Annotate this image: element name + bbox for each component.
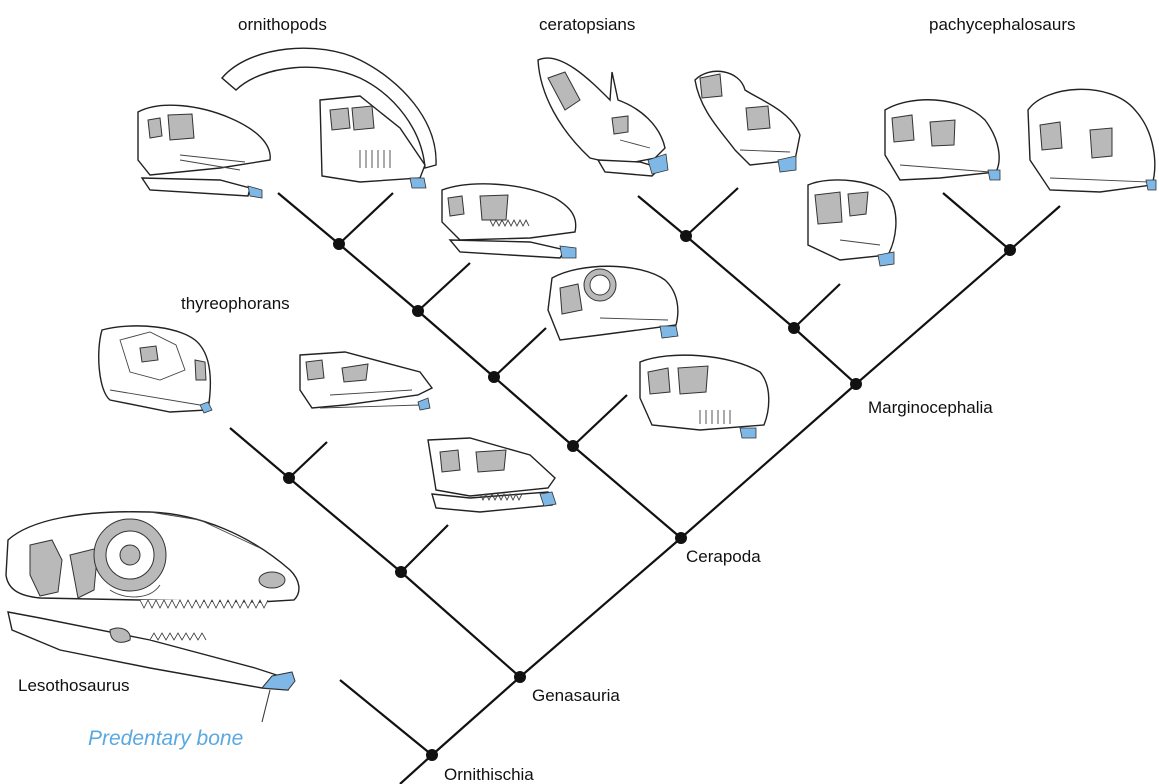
skull-ornithopod-4 <box>548 266 678 340</box>
pachycephalosaur-1-predentary <box>988 170 1000 180</box>
branch-orn-b <box>494 377 573 446</box>
label-genasauria: Genasauria <box>532 686 620 705</box>
branch-cerapoda <box>520 538 681 677</box>
branch-orn-f <box>339 244 418 311</box>
node-ceratopsia-a <box>788 322 800 334</box>
thyreophoran-2-predentary <box>418 398 430 410</box>
label-thyreophorans: thyreophorans <box>181 294 290 313</box>
skull-ornithopod-3 <box>442 184 576 258</box>
node-thyreophora-b <box>283 472 295 484</box>
node-pachycephalosauria <box>1004 244 1016 256</box>
node-ornithopoda-b <box>488 371 500 383</box>
label-ceratopsians: ceratopsians <box>539 15 635 34</box>
label-predentary-bone: Predentary bone <box>88 727 243 750</box>
skull-thyreophoran-3 <box>428 438 556 512</box>
label-ornithopods: ornithopods <box>238 15 327 34</box>
branch-thyreophora <box>401 572 520 677</box>
branch-root <box>400 755 432 784</box>
node-ornithopoda-c <box>412 305 424 317</box>
node-marginocephalia <box>850 378 862 390</box>
branch-orn-d <box>418 311 494 377</box>
predentary-pointer <box>262 690 270 722</box>
label-cerapoda: Cerapoda <box>686 547 761 566</box>
node-thyreophora-a <box>395 566 407 578</box>
branch-orn-e <box>418 263 470 311</box>
branch-orn-c <box>494 328 546 377</box>
lesothosaurus-lower-teeth <box>150 633 206 640</box>
node-ornithischia <box>426 749 438 761</box>
skull-pachycephalosaur-2 <box>1028 89 1156 192</box>
node-ornithopoda-d <box>333 238 345 250</box>
ornithopod-5-predentary <box>740 428 756 438</box>
branch-thyreo-1 <box>289 478 401 572</box>
skull-thyreophoran-2 <box>300 352 432 410</box>
branch-ornithopoda <box>573 446 681 538</box>
skull-ceratopsian-2 <box>695 71 800 172</box>
node-ceratopsia-b <box>680 230 692 242</box>
branch-orn-a <box>573 395 627 446</box>
branch-cerat-d <box>686 188 738 236</box>
branch-thyreo-4 <box>401 525 448 572</box>
pachycephalosaur-2-predentary <box>1146 180 1156 190</box>
branch-pachy-b <box>1010 206 1060 250</box>
branch-cerat-a <box>794 284 840 328</box>
ornithopod-2-predentary <box>410 178 426 188</box>
branch-lesothosaurus <box>340 680 432 755</box>
branch-orn-h <box>339 193 393 244</box>
skull-ornithopod-5 <box>640 355 769 438</box>
skull-ornithopod-2 <box>222 48 436 188</box>
skull-ceratopsian-3 <box>808 180 896 266</box>
branch-thyreo-2 <box>230 428 289 478</box>
skull-ornithopod-1 <box>138 105 270 198</box>
branch-cerat-c <box>638 196 686 236</box>
skull-pachycephalosaur-1 <box>885 100 1000 180</box>
ornithopod-4-predentary <box>660 326 678 338</box>
ornithopod-1-predentary <box>248 186 262 198</box>
skull-thyreophoran-1 <box>99 326 212 413</box>
branch-pachy-a <box>943 193 1010 250</box>
skull-ceratopsian-1 <box>538 58 668 176</box>
branch-orn-g <box>278 193 339 244</box>
branch-pachy <box>856 250 1010 384</box>
branch-thyreo-3 <box>289 442 327 478</box>
node-genasauria <box>514 671 526 683</box>
ornithopod-3-predentary <box>560 246 576 258</box>
label-marginocephalia: Marginocephalia <box>868 398 993 417</box>
label-pachycephalosaurs: pachycephalosaurs <box>929 15 1075 34</box>
node-ornithopoda-a <box>567 440 579 452</box>
branch-cerat <box>794 328 856 384</box>
branch-genasauria <box>432 677 520 755</box>
branch-cerat-b <box>686 236 794 328</box>
node-cerapoda <box>675 532 687 544</box>
label-lesothosaurus: Lesothosaurus <box>18 676 130 695</box>
label-ornithischia: Ornithischia <box>444 765 534 784</box>
